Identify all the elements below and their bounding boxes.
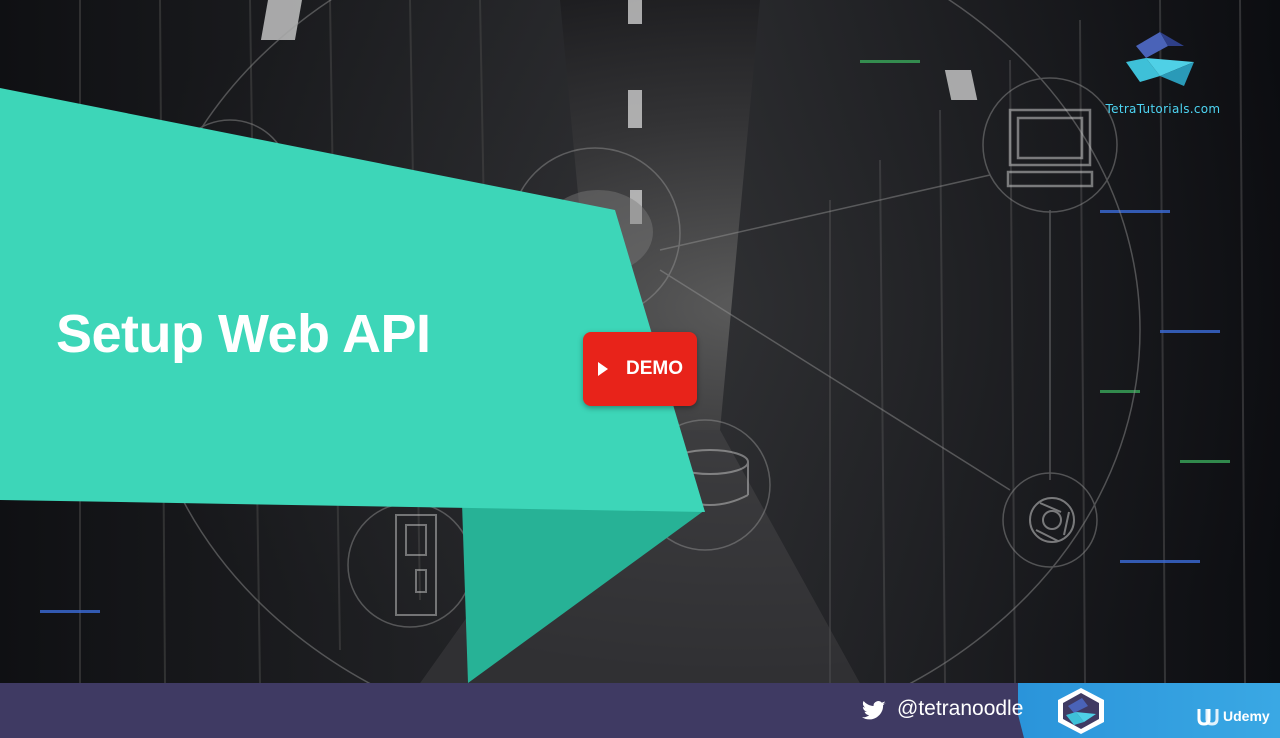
udemy-logo[interactable]: Udemy	[1196, 703, 1276, 729]
play-icon	[598, 362, 608, 376]
udemy-label: Udemy	[1223, 708, 1270, 724]
udemy-logo-icon	[1197, 709, 1219, 726]
demo-button[interactable]: DEMO	[583, 332, 697, 406]
tetra-footer-logo-icon	[1058, 688, 1104, 734]
demo-label: DEMO	[626, 358, 683, 379]
footer-notch	[1010, 683, 1024, 738]
twitter-bird-icon[interactable]	[862, 700, 886, 722]
slide-title: Setup Web API	[56, 304, 431, 364]
twitter-handle-link[interactable]: @tetranoodle	[897, 697, 1024, 720]
title-banner	[0, 88, 705, 683]
brand-site-label: TetraTutorials.com	[1105, 102, 1221, 116]
tetra-logo-icon	[1126, 32, 1194, 86]
